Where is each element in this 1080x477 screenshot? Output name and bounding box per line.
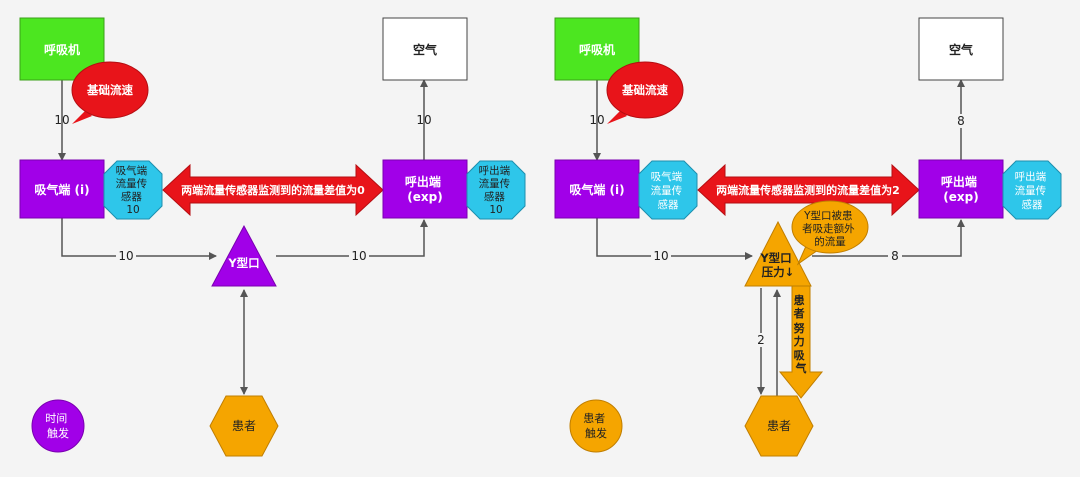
inhale-sensor-line1: 吸气端 [116,164,148,177]
r-y-port-line2: 压力↓ [762,265,795,279]
effort-char-4: 力 [794,334,805,348]
inhale-sensor-line3: 感器 [121,190,142,203]
r-inhale-sensor-line2: 流量传 [651,184,683,197]
diff-label: 两端流量传感器监测到的流量差值为0 [181,183,365,197]
r-exhale-label-line1: 呼出端 [941,174,977,189]
r-air-label: 空气 [949,42,973,57]
svg-text:吸气端 流量传 感器 1: 吸气端 流量传 感器 10 [116,164,151,216]
air-label: 空气 [413,42,437,57]
exhale-box [382,159,468,219]
exhale-sensor-value: 10 [489,204,502,216]
line-y-to-exhale [276,219,428,257]
flow-label-vent: 10 [54,113,69,127]
patient-label: 患者 [232,419,256,433]
r-patient-hexagon [744,395,814,457]
inhale-sensor-value: 10 [126,204,139,216]
y-port-triangle [211,224,277,287]
svg-text:呼出端 流量传 感器: 呼出端 流量传 感器 [1015,170,1050,211]
air-box [382,17,468,81]
trigger-line2: 触发 [47,426,69,440]
r-flow-label-y-exhale: 8 [891,249,899,263]
r-base-flow-bubble: 基础流速 [606,61,684,124]
svg-text:呼出端 (exp): 呼出端 (exp) [405,174,445,204]
r-y-port-line1: Y型口 [759,251,791,265]
r-exhale-sensor-line2: 流量传 [1015,184,1047,197]
r-y-port-triangle [744,220,812,287]
exhale-sensor-octagon [466,160,526,220]
r-flow-label-patient: 2 [757,333,765,347]
inhale-sensor-octagon [103,160,163,220]
svg-text:呼出端 (exp): 呼出端 (exp) [941,174,981,204]
callout-line2: 者吸走额外 [802,222,855,235]
callout-line1: Y型口被患 [803,209,852,222]
r-base-flow-label: 基础流速 [621,83,668,97]
inhale-box [19,159,105,219]
callout-line3: 的流量 [814,235,846,248]
base-flow-label: 基础流速 [86,83,133,97]
effort-char-6: 气 [795,361,807,375]
r-flow-label-vent: 10 [589,113,604,127]
effort-char-3: 努 [794,321,805,335]
r-flow-label-inhale-y: 10 [653,249,668,263]
svg-text:时间 触发: 时间 触发 [45,412,71,440]
svg-text:Y型口 压力↓: Y型口 压力↓ [759,251,795,279]
time-trigger-circle [31,399,85,453]
effort-char-2: 者 [793,306,805,320]
r-ventilator-label: 呼吸机 [579,42,615,57]
patient-effort-arrow [778,285,824,399]
svg-text:呼出端 流量传 感器 1: 呼出端 流量传 感器 10 [479,164,514,216]
effort-char-5: 吸 [794,349,806,362]
svg-text:吸气端 流量传 感器: 吸气端 流量传 感器 [651,170,686,211]
right-diagram: 10 8 10 8 2 呼吸机 基础流速 空气 吸气端 (i) 吸气端 流量传 … [554,17,1062,457]
base-flow-bubble: 基础流速 [71,61,149,124]
ventilator-label: 呼吸机 [44,42,80,57]
flow-label-y-exhale: 10 [351,249,366,263]
patient-trigger-circle [569,399,623,453]
exhale-sensor-line3: 感器 [484,190,505,203]
r-diff-label: 两端流量传感器监测到的流量差值为2 [716,183,900,197]
exhale-sensor-line1: 呼出端 [479,164,511,177]
r-line-inhale-to-y [596,218,753,260]
inhale-label: 吸气端 (i) [34,182,89,197]
r-exhale-sensor-octagon [1002,160,1062,220]
r-exhale-sensor-line3: 感器 [1022,198,1044,211]
svg-text:患者 触发: 患者 触发 [583,412,609,440]
inhale-sensor-line2: 流量传 [116,177,148,190]
exhale-sensor-line2: 流量传 [479,177,511,190]
trigger-line1: 时间 [45,412,67,425]
r-inhale-sensor-line1: 吸气端 [651,170,683,183]
flow-label-air: 10 [416,113,431,127]
r-inhale-label: 吸气端 (i) [569,182,624,197]
r-inhale-box [554,159,640,219]
left-diagram: 10 10 10 10 呼吸机 基础流速 空气 吸气端 (i) 吸气端 流量传 … [19,17,526,457]
r-patient-label: 患者 [767,419,791,433]
svg-text:患 者 努 力: 患 者 努 力 吸 气 [793,293,809,375]
r-trigger-line2: 触发 [585,426,607,440]
line-inhale-to-y [61,218,217,260]
flow-label-inhale-y: 10 [118,249,133,263]
r-flow-label-air: 8 [957,114,965,128]
patient-hexagon [209,395,279,457]
y-port-label: Y型口 [227,256,259,270]
svg-text:Y型口被患 者吸走额外 的流: Y型口被患 者吸走额外 的流量 [802,209,858,248]
callout-bubble: Y型口被患 者吸走额外 的流量 [791,200,869,266]
effort-char-1: 患 [794,293,805,307]
r-line-y-to-exhale [812,219,965,257]
r-inhale-sensor-line3: 感器 [658,198,679,211]
r-trigger-line1: 患者 [583,412,605,425]
r-air-box [918,17,1004,81]
exhale-label-line2: (exp) [407,190,442,204]
exhale-label-line1: 呼出端 [405,174,441,189]
r-exhale-sensor-line1: 呼出端 [1015,170,1047,183]
r-exhale-box [918,159,1004,219]
r-exhale-label-line2: (exp) [943,190,978,204]
r-inhale-sensor-octagon [638,160,698,220]
